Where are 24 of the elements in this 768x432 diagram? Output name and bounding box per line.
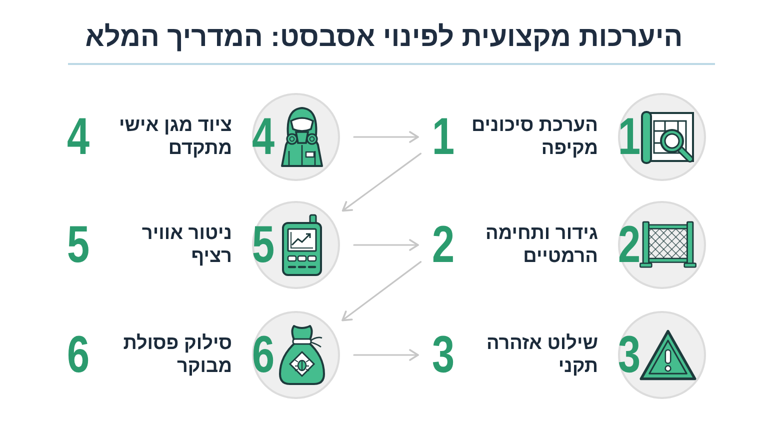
step-number: 1 bbox=[618, 111, 641, 163]
step-description: שילוט אזהרה תקני bbox=[485, 332, 598, 378]
arrow bbox=[353, 349, 419, 361]
arrow bbox=[342, 261, 422, 322]
step-number: 2 bbox=[432, 219, 455, 271]
step-description: הערכת סיכונים מקיפה bbox=[470, 114, 598, 160]
step-number: 4 bbox=[252, 111, 275, 163]
step-description: ניטור אוויר רציף bbox=[140, 222, 232, 268]
step-number: 1 bbox=[432, 111, 455, 163]
step-number: 6 bbox=[67, 329, 90, 381]
step-number: 2 bbox=[618, 219, 641, 271]
step-number: 5 bbox=[252, 219, 275, 271]
title: היערכות מקצועית לפינוי אסבסט: המדריך המלא bbox=[85, 20, 683, 54]
arrow bbox=[353, 239, 419, 251]
arrow bbox=[353, 131, 419, 143]
step-description: גידור ותחימה הרמטיים bbox=[484, 222, 598, 268]
step-number: 6 bbox=[252, 329, 275, 381]
step-description: ציוד מגן אישי מתקדם bbox=[118, 114, 232, 160]
step-description: סילוק פסולת מבוקר bbox=[122, 332, 232, 378]
step-number: 4 bbox=[67, 111, 90, 163]
step-number: 5 bbox=[67, 219, 90, 271]
step-number: 3 bbox=[432, 329, 455, 381]
arrow bbox=[342, 152, 422, 212]
step-number: 3 bbox=[618, 329, 641, 381]
